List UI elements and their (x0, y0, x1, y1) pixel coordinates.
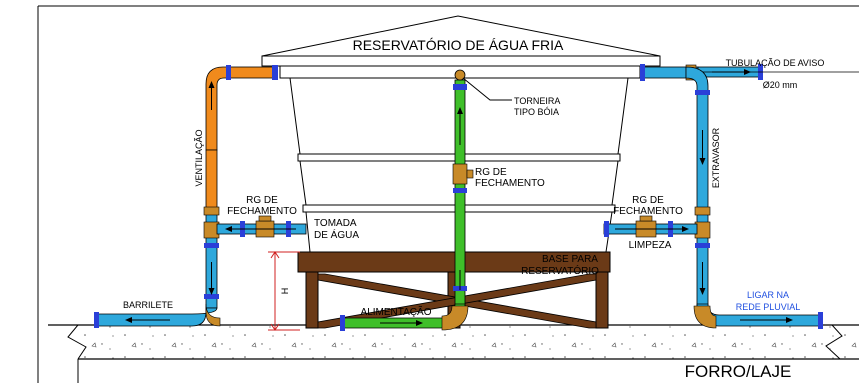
base-label-1: BASE PARA (542, 254, 598, 265)
height-dimension (268, 251, 300, 331)
limpeza-label: LIMPEZA (629, 240, 672, 251)
rg-center-label-1: RG DE (475, 167, 507, 178)
ventilacao-label: VENTILAÇÃO (194, 129, 204, 186)
title-label: RESERVATÓRIO DE ÁGUA FRIA (353, 37, 564, 53)
tomada-pipe (216, 215, 307, 238)
rg-right-label-1: RG DE (632, 195, 664, 206)
torneira-leader (462, 77, 512, 101)
tomada-label-1: TOMADA (314, 218, 357, 229)
ventilation-pipe (205, 65, 278, 213)
rg-center-label-2: FECHAMENTO (475, 178, 545, 189)
rg-right-label-2: FECHAMENTO (613, 206, 683, 217)
pluvial-label-2: REDE PLUVIAL (736, 302, 801, 312)
pluvial-label-1: LIGAR NA (747, 290, 789, 300)
barrilete-label: BARRILETE (123, 300, 173, 310)
barrilete-riser (94, 206, 221, 328)
torneira-label-2: TIPO BÓIA (514, 107, 559, 117)
extravasor-pipe (685, 66, 823, 329)
rg-left-label-1: RG DE (246, 195, 278, 206)
tomada-label-2: DE ÁGUA (314, 228, 359, 241)
alimentacao-pipe (340, 69, 474, 331)
alimentacao-label: ALIMENTAÇÃO (361, 305, 432, 318)
aviso-label: TUBULAÇÃO DE AVISO (726, 58, 825, 68)
rg-left-label-2: FECHAMENTO (227, 206, 297, 217)
torneira-label-1: TORNEIRA (514, 96, 560, 106)
floor-label: FORRO/LAJE (685, 362, 792, 381)
height-label: H (280, 288, 290, 295)
aviso-diam-label: Ø20 mm (763, 80, 798, 90)
base-label-2: RESERVATÓRIO (521, 264, 599, 277)
extravasor-label: EXTRAVASOR (711, 127, 721, 188)
limpeza-pipe (603, 215, 698, 238)
